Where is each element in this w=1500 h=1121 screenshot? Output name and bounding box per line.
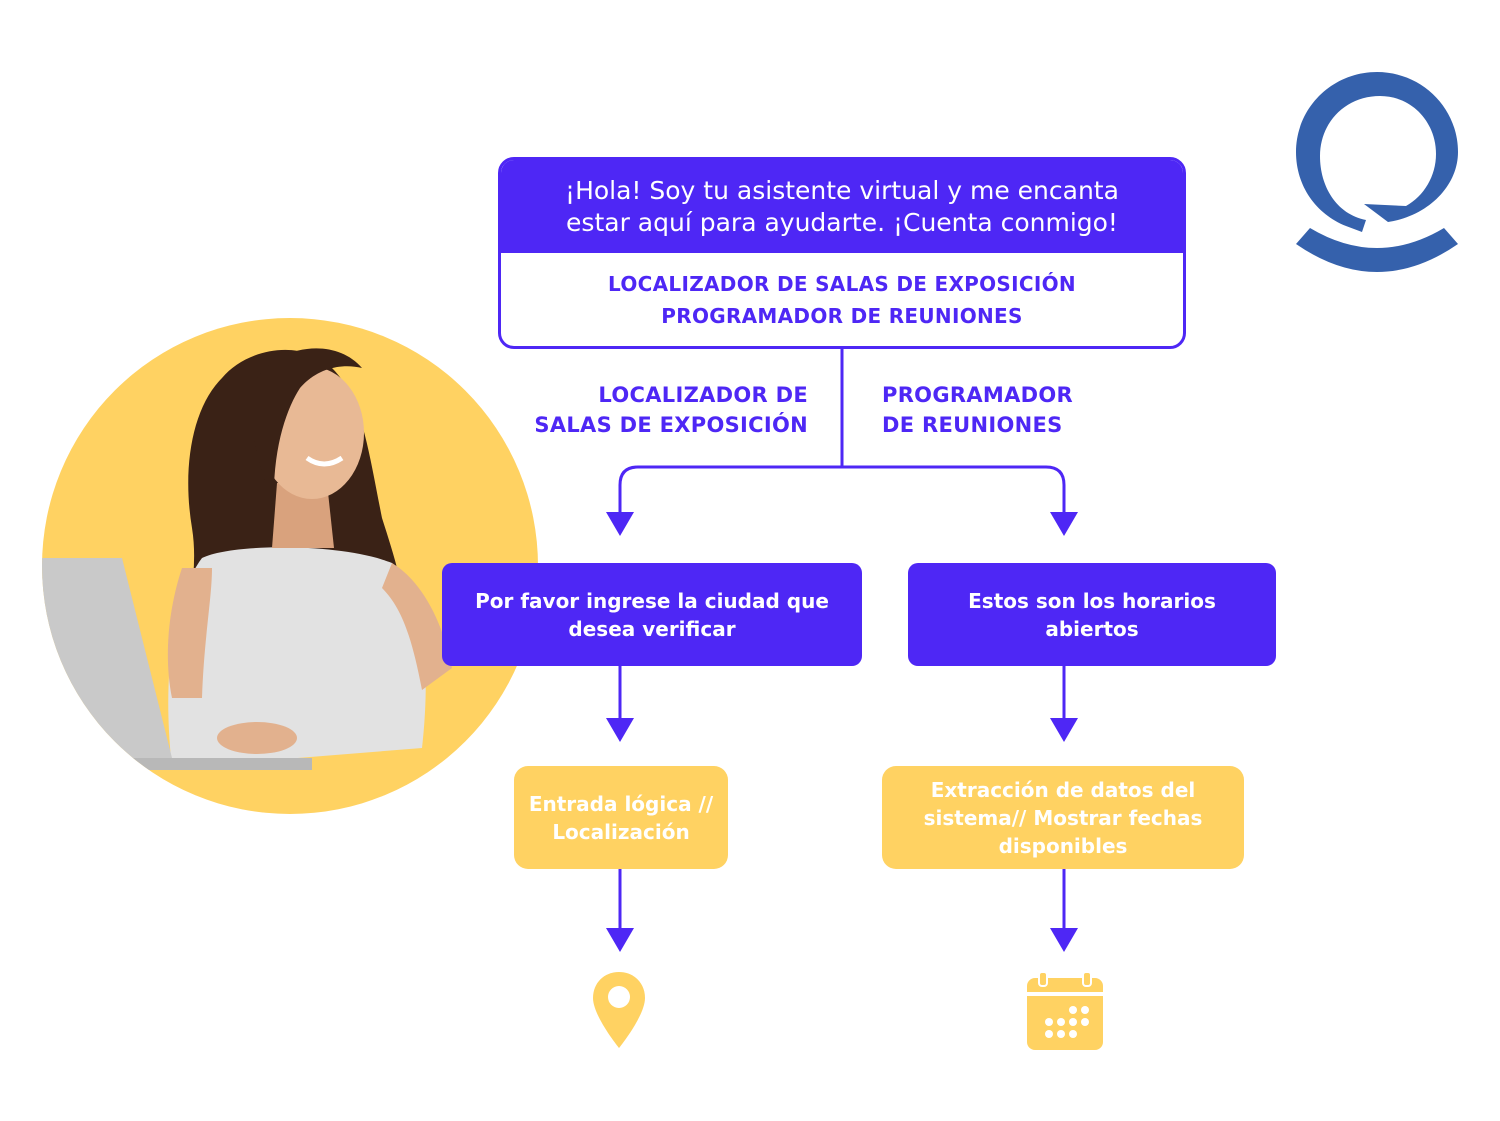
arrow-head [606,512,634,536]
arrow-head [1050,928,1078,952]
calendar-icon [1027,971,1103,1050]
greeting-options: LOCALIZADOR DE SALAS DE EXPOSICIÓN PROGR… [501,253,1183,346]
option-meeting-scheduler[interactable]: PROGRAMADOR DE REUNIONES [661,303,1023,328]
branch-right-line2: DE REUNIONES [882,413,1063,437]
system-logic-location: Entrada lógica // Localización [514,766,728,869]
branch-left-line2: SALAS DE EXPOSICIÓN [534,413,808,437]
arrow-head [1050,718,1078,742]
branch-left-line1: LOCALIZADOR DE [598,383,808,407]
branch-label-showroom-locator: LOCALIZADOR DE SALAS DE EXPOSICIÓN [534,380,808,440]
arrow-head [606,718,634,742]
greeting-message: ¡Hola! Soy tu asistente virtual y me enc… [501,160,1183,253]
arrow-head [606,928,634,952]
arrow-head [1050,512,1078,536]
branch-right-line1: PROGRAMADOR [882,383,1073,407]
option-showroom-locator[interactable]: LOCALIZADOR DE SALAS DE EXPOSICIÓN [608,271,1076,296]
greeting-card: ¡Hola! Soy tu asistente virtual y me enc… [498,157,1186,349]
connector-split [618,465,1066,512]
person-photo [42,318,538,814]
chat-bubble-logo-icon [1296,72,1458,272]
branch-label-meeting-scheduler: PROGRAMADOR DE REUNIONES [882,380,1073,440]
system-data-extraction: Extracción de datos del sistema// Mostra… [882,766,1244,869]
woman-with-laptop-photo [42,318,538,814]
step-open-schedules: Estos son los horarios abiertos [908,563,1276,666]
step-enter-city: Por favor ingrese la ciudad que desea ve… [442,563,862,666]
location-pin-icon [593,972,645,1048]
